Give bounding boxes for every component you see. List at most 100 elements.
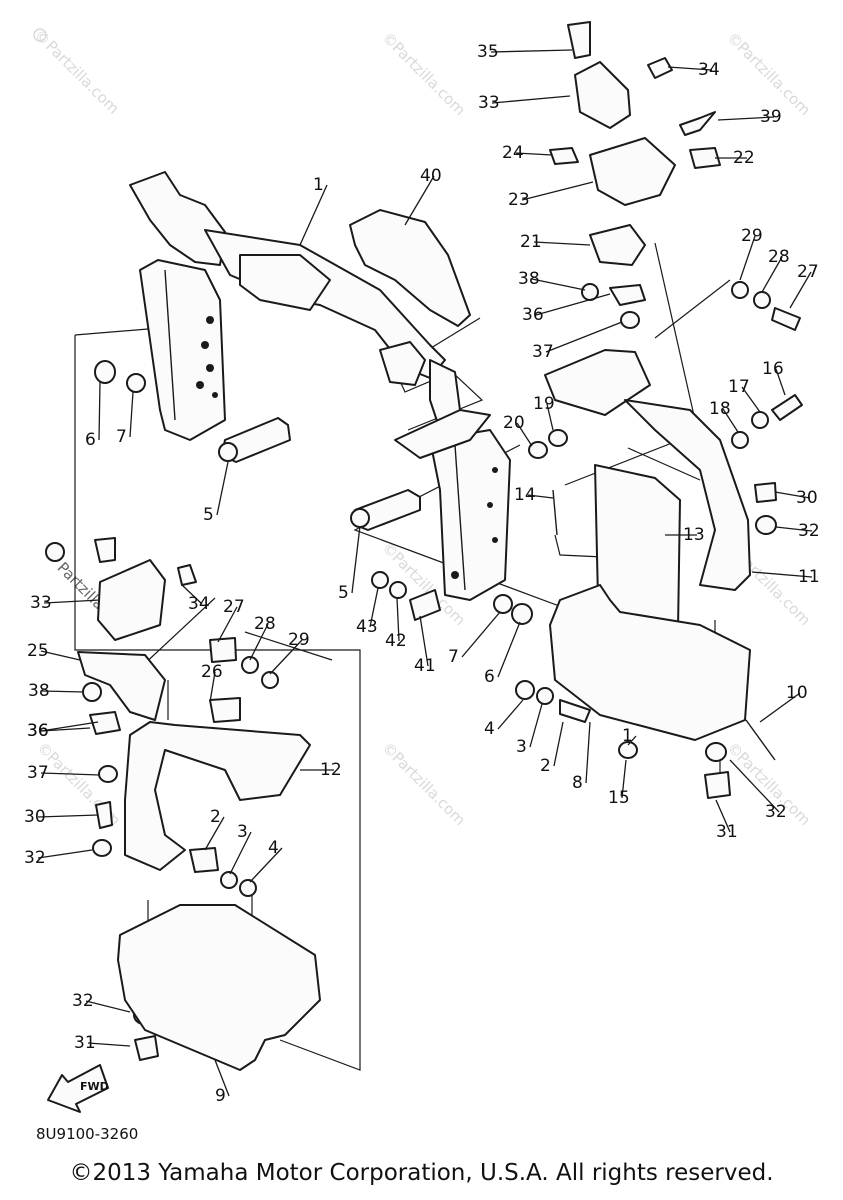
callout-number-2: 2 (540, 756, 551, 776)
callout-number-14: 14 (514, 485, 536, 505)
callout-number-35: 35 (477, 42, 499, 62)
callout-leader (216, 461, 229, 516)
callout-number-28: 28 (254, 614, 276, 634)
callout-leader (775, 368, 786, 396)
callout-leader (533, 241, 591, 246)
callout-number-21: 21 (520, 232, 542, 252)
bracket-plate-part (349, 209, 471, 327)
callout-leader (40, 721, 99, 732)
callout-number-10: 10 (786, 683, 808, 703)
callout-number-1: 1 (622, 726, 633, 746)
diagram-code: 8U9100-3260 (36, 1125, 139, 1143)
callout-leader (621, 759, 627, 799)
callout-number-38: 38 (28, 681, 50, 701)
callout-leader (204, 816, 225, 851)
callout-number-16: 16 (762, 359, 784, 379)
callout-number-3: 3 (516, 737, 527, 757)
callout-number-7: 7 (116, 427, 127, 447)
callout-leader (729, 759, 780, 813)
callout-leader (585, 721, 591, 784)
callout-leader (43, 599, 101, 604)
fwd-arrow-icon: FWD (47, 1064, 109, 1113)
callout-leader (217, 606, 238, 643)
callout-number-23: 23 (508, 190, 530, 210)
callout-leader (129, 391, 134, 438)
callout-number-3: 3 (237, 822, 248, 842)
callout-leader (717, 116, 775, 121)
callout-number-29: 29 (288, 630, 310, 650)
callout-leader (40, 650, 81, 661)
callout-number-39: 39 (760, 107, 782, 127)
callout-leader (87, 1042, 131, 1047)
callout-number-34: 34 (698, 60, 720, 80)
callout-leader (667, 66, 713, 71)
callout-number-6: 6 (85, 430, 96, 450)
callout-number-4: 4 (484, 719, 495, 739)
callout-number-29: 29 (741, 226, 763, 246)
callout-number-41: 41 (414, 656, 436, 676)
callout-number-8: 8 (572, 773, 583, 793)
callout-number-33: 33 (478, 93, 500, 113)
callout-leader (774, 491, 811, 499)
callout-number-27: 27 (223, 597, 245, 617)
upper-clamp-group (574, 61, 676, 266)
callout-number-40: 40 (420, 166, 442, 186)
callout-number-36: 36 (27, 721, 49, 741)
upper-frame-part (129, 171, 511, 601)
callout-leader (98, 381, 101, 441)
callout-leader (229, 831, 252, 875)
callout-leader (521, 181, 594, 201)
callout-leader (209, 671, 216, 703)
callout-number-36: 36 (522, 305, 544, 325)
callout-number-32: 32 (765, 802, 787, 822)
callout-leader (545, 321, 623, 353)
fwd-label: FWD (80, 1080, 109, 1093)
watermark-text: Partzilla.com (42, 37, 123, 118)
callout-leader (40, 772, 101, 776)
callout-number-20: 20 (503, 413, 525, 433)
callout-number-36: 36 (27, 721, 49, 741)
callout-number-31: 31 (716, 822, 738, 842)
callout-leader (40, 727, 91, 732)
right-bracket-frame (544, 349, 751, 591)
callout-number-22: 22 (733, 148, 755, 168)
callout-number-13: 13 (683, 525, 705, 545)
callout-leader (759, 692, 801, 723)
callout-number-32: 32 (24, 848, 46, 868)
callout-number-31: 31 (74, 1033, 96, 1053)
callout-leader (546, 403, 554, 431)
callout-leader (181, 584, 203, 605)
callout-leader (789, 271, 812, 309)
callout-leader (351, 525, 361, 594)
callout-leader (249, 847, 283, 883)
callout-leader (461, 611, 501, 658)
callout-leader (497, 699, 524, 730)
callout-leader (37, 849, 93, 859)
watermark-text: Partzilla.com (389, 749, 470, 830)
callout-leader (490, 49, 573, 53)
callout-leader (299, 184, 328, 246)
callout-leader (516, 422, 533, 447)
callout-leader (722, 408, 739, 433)
right-base-plate-part (549, 584, 751, 741)
callout-leader (751, 571, 813, 578)
callout-leader (741, 386, 761, 413)
callout-number-28: 28 (768, 247, 790, 267)
callout-leader (497, 621, 521, 678)
callout-leader (775, 526, 813, 532)
callout-leader (527, 494, 554, 499)
callout-leader (715, 799, 731, 833)
bolt-parts (218, 417, 421, 531)
callout-number-30: 30 (24, 807, 46, 827)
callout-number-43: 43 (356, 617, 378, 637)
callout-number-5: 5 (338, 583, 349, 603)
callout-leader (249, 623, 269, 661)
callout-leader (529, 703, 543, 748)
callout-number-9: 9 (215, 1086, 226, 1106)
callout-leader (553, 721, 564, 767)
callout-number-30: 30 (796, 488, 818, 508)
callout-number-33: 33 (30, 593, 52, 613)
callout-number-5: 5 (203, 505, 214, 525)
callout-leader (396, 597, 400, 642)
